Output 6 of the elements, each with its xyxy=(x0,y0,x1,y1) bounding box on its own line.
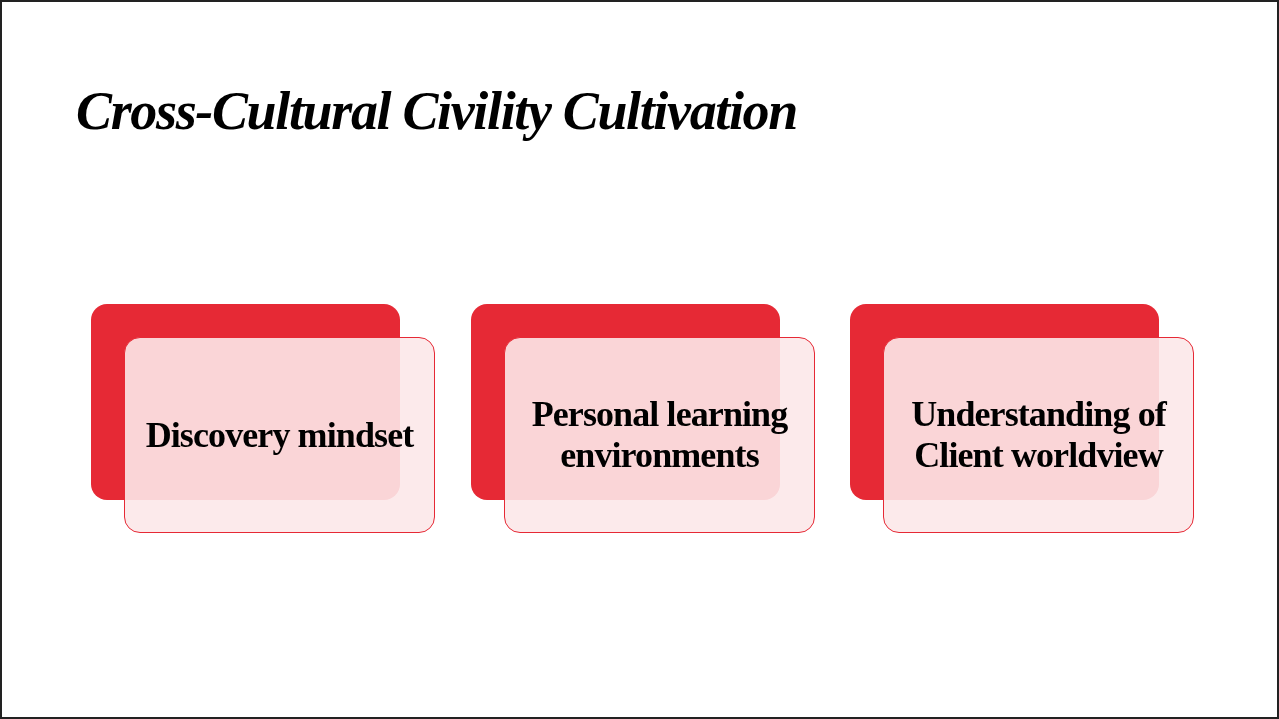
card-text: Understanding of Client worldview xyxy=(910,394,1168,476)
card-text: Personal learning environments xyxy=(530,394,789,476)
process-card xyxy=(504,337,815,533)
process-card xyxy=(124,337,435,533)
process-card xyxy=(883,337,1194,533)
card-text: Discovery mindset xyxy=(145,414,414,456)
